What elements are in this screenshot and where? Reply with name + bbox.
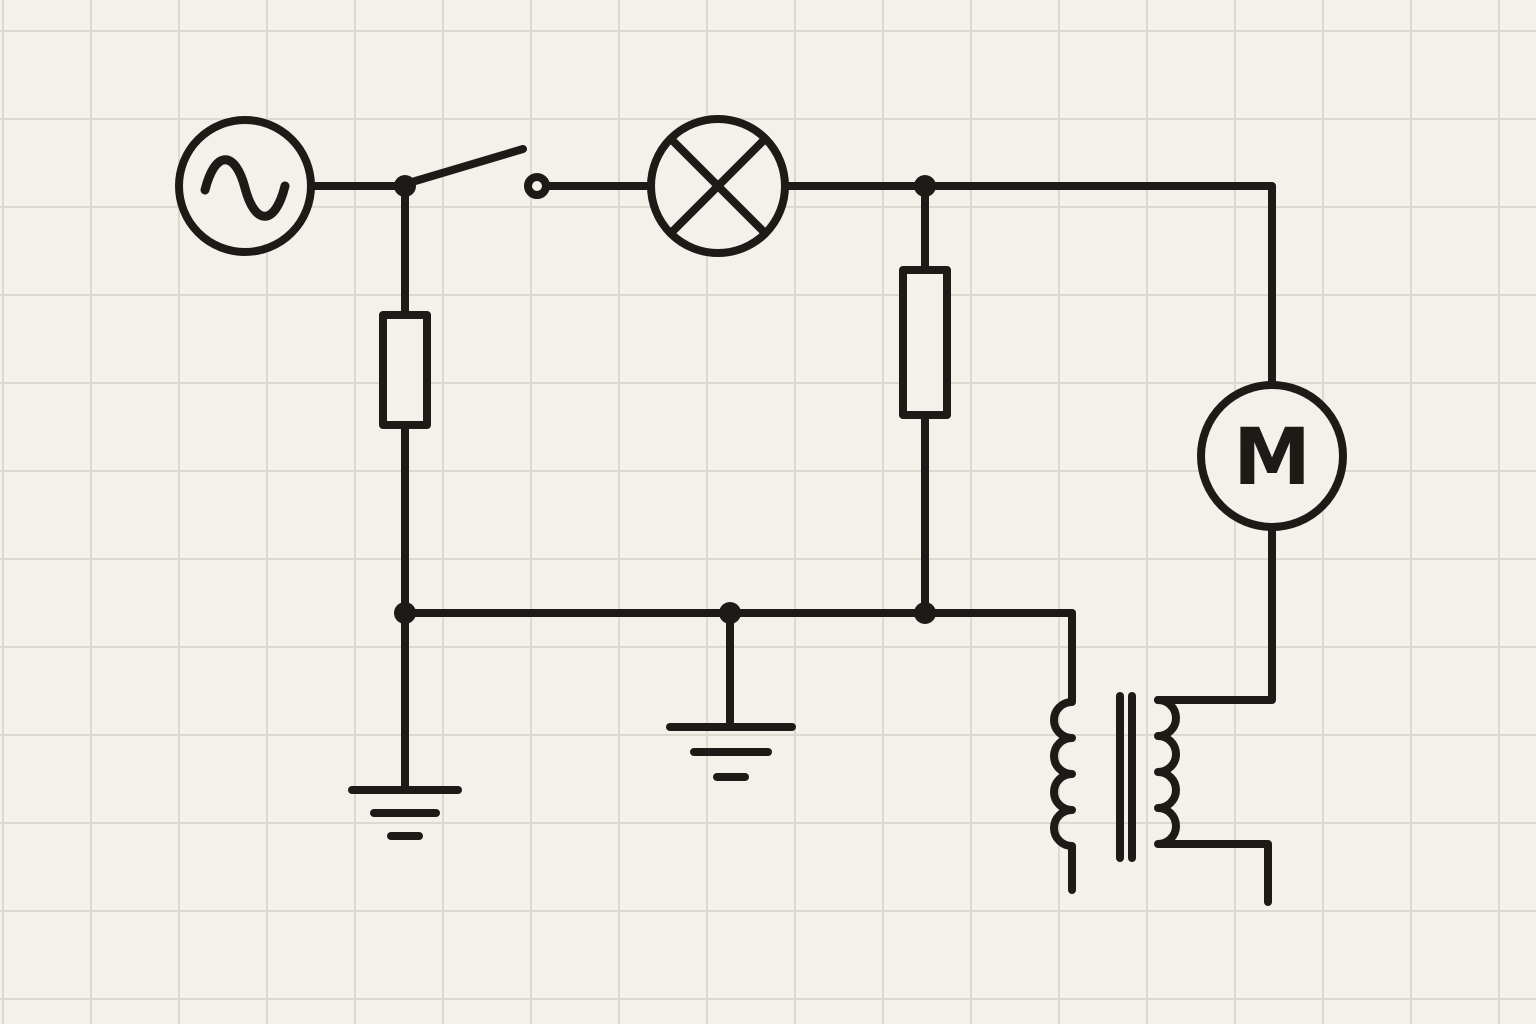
sine-wave-icon: [200, 155, 290, 221]
ac-source: [175, 116, 315, 256]
junction-dot: [394, 602, 416, 624]
junction-dot: [914, 602, 936, 624]
motor-label: M: [1233, 413, 1311, 503]
switch: [408, 145, 550, 199]
motor: M: [1197, 381, 1347, 531]
resistor-right: [899, 266, 951, 419]
wires: [308, 182, 1276, 704]
wire-lamp-to-motor: [782, 182, 1276, 389]
resistor-right-body: [899, 266, 951, 419]
resistor-left: [379, 311, 431, 429]
junction-dot: [719, 602, 741, 624]
resistor-left-body: [379, 311, 431, 429]
transformer-primary-coil: [1050, 609, 1076, 894]
switch-blade: [408, 145, 527, 186]
ground-middle: [666, 609, 796, 781]
junction-dot: [914, 175, 936, 197]
motor-circle: [1197, 381, 1347, 531]
junction-dot: [394, 175, 416, 197]
wire-motor-to-secondary: [1154, 523, 1276, 704]
ground-left: [348, 609, 462, 840]
junction-dots: [394, 175, 936, 624]
switch-contact-circle: [524, 173, 550, 199]
transformer-secondary-coil: [1154, 696, 1272, 906]
lamp-x-icon: [667, 135, 769, 237]
lamp: [647, 115, 789, 257]
transformer: [1050, 609, 1272, 906]
